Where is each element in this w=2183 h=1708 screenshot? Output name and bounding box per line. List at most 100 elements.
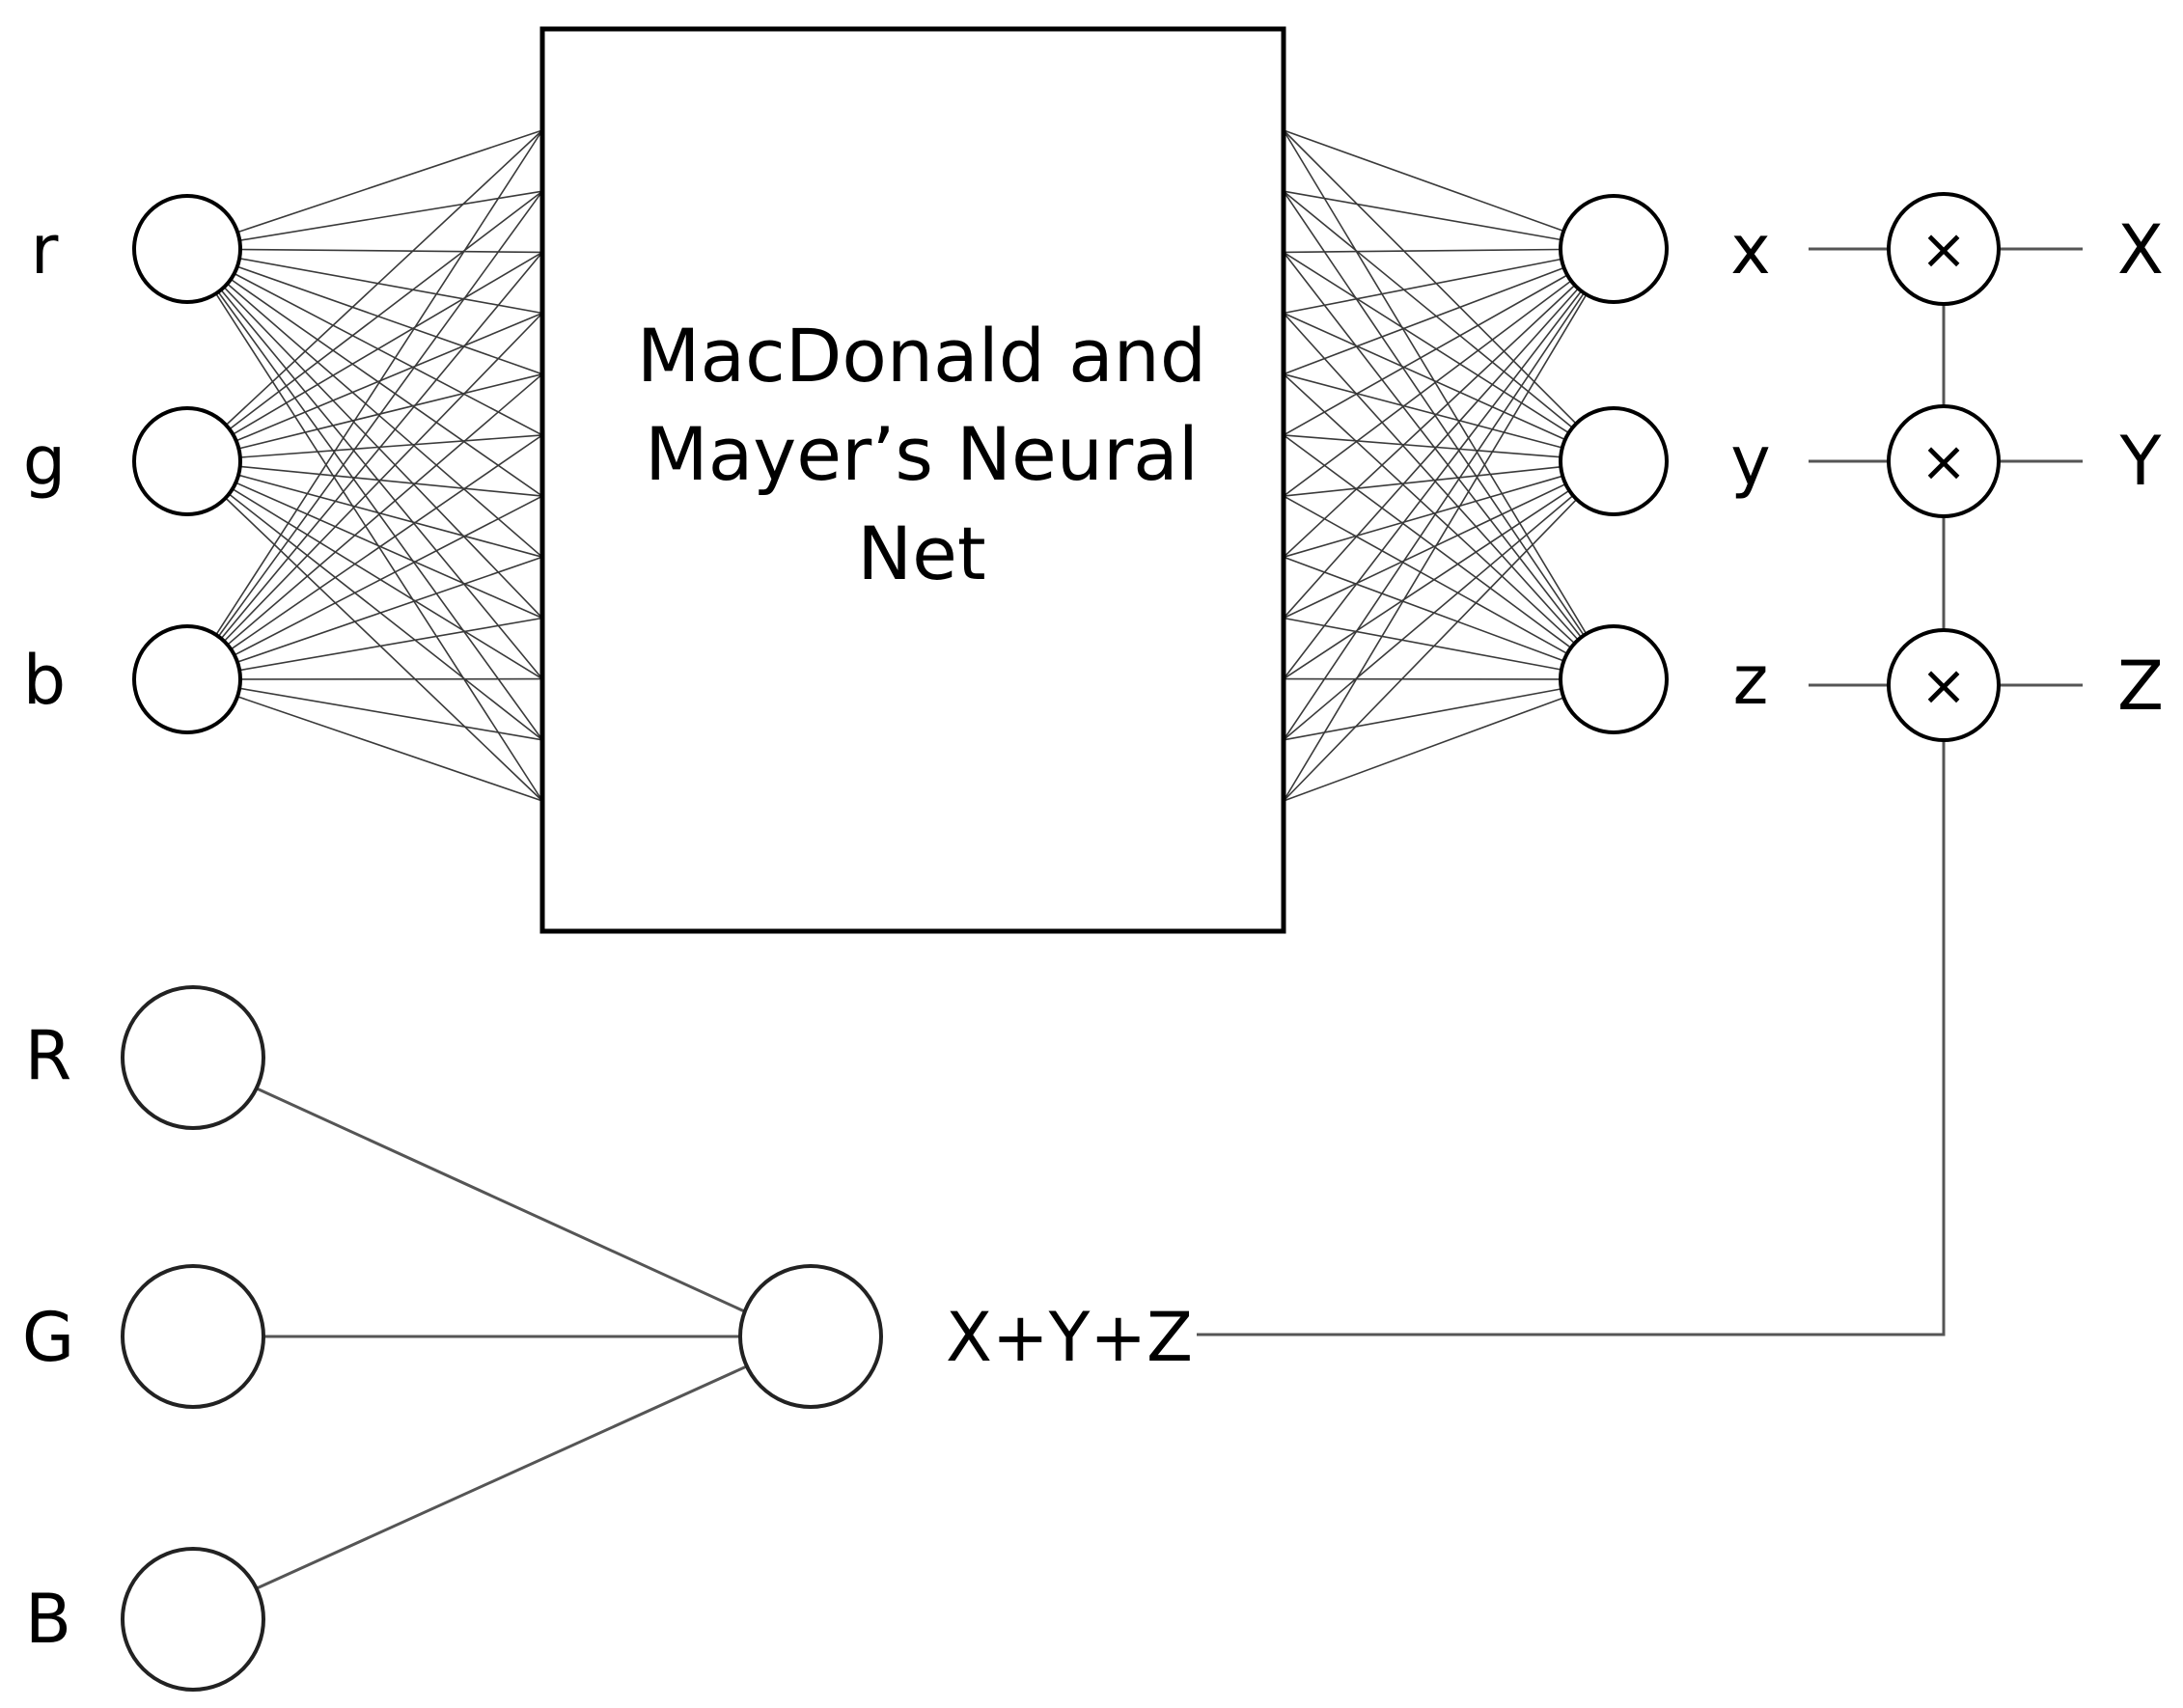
sum-connections <box>256 1087 752 1590</box>
output-mesh-line <box>1283 129 1588 635</box>
input-mesh-line <box>239 465 543 497</box>
output-mesh-line <box>1283 312 1566 441</box>
output-mesh-line <box>1283 288 1579 620</box>
output-circle-y <box>1559 406 1669 516</box>
input-mesh-line <box>223 287 543 620</box>
output-mesh-line <box>1283 274 1568 436</box>
output-mesh-line <box>1283 482 1566 620</box>
input-mesh-line <box>230 434 543 650</box>
input-mesh-line <box>236 556 543 663</box>
output-mesh-line <box>1283 434 1561 458</box>
input-mesh-line <box>223 312 543 643</box>
output-mesh-line <box>1283 266 1564 375</box>
sum-input-label-R: R <box>25 1016 72 1095</box>
wire-R-to-sum <box>256 1087 752 1316</box>
input-mesh-line <box>228 493 543 741</box>
input-label-r: r <box>31 210 59 289</box>
output-node-z: z <box>1559 624 1769 734</box>
input-mesh-line <box>234 272 543 436</box>
output-mesh-line <box>1283 498 1578 802</box>
multiply-circle-y <box>1887 404 2001 518</box>
input-label-b: b <box>23 641 66 720</box>
sum-node-circle <box>738 1264 883 1409</box>
input-mesh-line <box>236 265 543 375</box>
input-mesh-line <box>239 617 543 672</box>
output-label-x: x <box>1730 210 1770 289</box>
input-mesh-line <box>237 474 543 559</box>
output-circle-x <box>1559 194 1669 304</box>
input-circle-g <box>132 406 242 516</box>
output-mesh-line <box>1283 280 1572 497</box>
input-mesh-line <box>220 251 543 640</box>
sum-input-node-G: G <box>22 1264 265 1409</box>
output-mesh-line <box>1283 290 1583 680</box>
output-node-y: y <box>1559 406 1771 516</box>
multiply-icon: × <box>1920 216 1968 282</box>
sum-input-label-G: G <box>22 1298 74 1377</box>
input-mesh-line <box>232 251 543 435</box>
output-mesh-line <box>1283 697 1564 802</box>
multiply-node-x: × <box>1887 192 2001 306</box>
wire-sum-to-multipliers <box>1197 740 1946 1336</box>
neural-net-box: MacDonald and Mayer’s Neural Net <box>539 26 1286 934</box>
input-mesh-line <box>229 190 543 430</box>
multiply-circle-x <box>1887 192 2001 306</box>
input-circle-b <box>132 624 242 734</box>
input-mesh-line <box>234 495 543 656</box>
input-mesh-line <box>239 434 543 458</box>
input-mesh-line <box>236 129 543 234</box>
multiply-circle-z <box>1887 628 2001 742</box>
input-circle-r <box>132 194 242 304</box>
input-mesh-line <box>225 497 543 802</box>
multiply-node-y: × <box>1887 404 2001 518</box>
wire-B-to-sum <box>256 1363 752 1590</box>
input-connections <box>215 129 543 802</box>
neural-net-title-line-2: Mayer’s Neural <box>645 411 1199 497</box>
product-label-X: X <box>2117 210 2164 289</box>
output-mesh-line <box>1283 251 1569 434</box>
output-mesh-line <box>1283 284 1576 558</box>
input-mesh-line <box>238 258 543 315</box>
input-node-b: b <box>23 624 242 734</box>
output-label-z: z <box>1733 641 1769 720</box>
input-label-g: g <box>23 422 66 501</box>
output-mesh-line <box>1283 489 1570 680</box>
input-mesh-line <box>235 482 543 620</box>
output-mesh-line <box>1283 312 1579 641</box>
output-mesh-line <box>1283 466 1561 497</box>
input-mesh-line <box>232 488 543 680</box>
neural-net-box-frame <box>539 26 1286 934</box>
sum-input-node-B: B <box>25 1547 265 1692</box>
input-mesh-line <box>239 190 543 241</box>
output-mesh-line <box>1283 475 1563 559</box>
input-mesh-line <box>226 283 543 558</box>
input-node-g: g <box>23 406 242 516</box>
output-mesh-line <box>1283 292 1585 741</box>
multiplier-wiring <box>1197 247 2083 1336</box>
multiply-icon: × <box>1920 428 1968 494</box>
sum-input-node-R: R <box>25 985 265 1130</box>
output-mesh-line <box>1283 556 1564 662</box>
output-mesh-line <box>1283 372 1563 449</box>
sum-input-circle-R <box>121 985 265 1130</box>
sum-node: X+Y+Z <box>738 1264 1193 1409</box>
output-mesh-line <box>1283 258 1562 315</box>
input-node-r: r <box>31 194 242 304</box>
output-mesh-line <box>1283 190 1585 636</box>
output-mesh-line <box>1283 688 1562 741</box>
output-mesh-line <box>1283 248 1561 254</box>
output-mesh-line <box>1283 129 1564 233</box>
input-mesh-line <box>217 190 543 637</box>
output-mesh-line <box>1283 617 1562 671</box>
input-mesh-line <box>238 372 543 450</box>
input-mesh-line <box>230 278 543 497</box>
output-node-x: x <box>1559 194 1771 304</box>
input-mesh-line <box>225 129 543 427</box>
multiply-node-z: × <box>1887 628 2001 742</box>
output-mesh-line <box>1283 190 1561 241</box>
output-mesh-line <box>1283 494 1574 741</box>
output-mesh-line <box>1283 373 1576 645</box>
product-label-Z: Z <box>2117 647 2164 726</box>
